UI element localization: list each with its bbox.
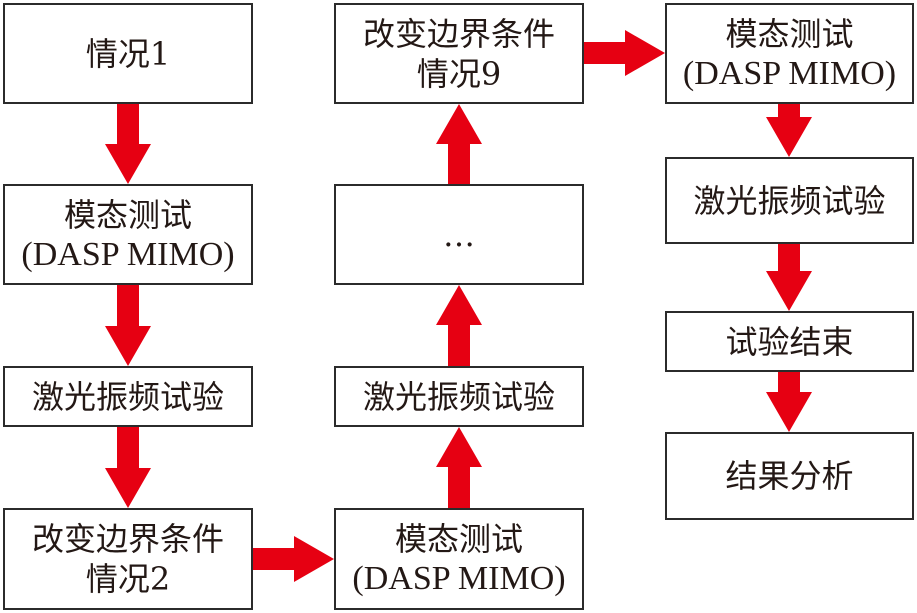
box-label: 模态测试 [394, 520, 523, 558]
box-modal-test-1: 模态测试 (DASP MIMO) [3, 184, 253, 285]
box-laser-vibration-2: 激光振频试验 [334, 366, 584, 427]
box-modal-test-2: 模态测试 (DASP MIMO) [334, 508, 584, 610]
box-laser-vibration-3: 激光振频试验 [665, 157, 914, 244]
arrow-down-icon [766, 104, 812, 157]
box-modal-test-3: 模态测试 (DASP MIMO) [665, 3, 914, 104]
box-change-boundary-case-9: 改变边界条件 情况9 [334, 3, 584, 104]
box-label: 模态测试 [63, 195, 192, 234]
box-label: 激光振频试验 [31, 377, 224, 416]
box-sublabel: (DASP MIMO) [682, 54, 897, 92]
box-label: 激光振频试验 [362, 377, 555, 416]
arrow-right-icon [253, 536, 334, 582]
box-result-analysis: 结果分析 [665, 432, 914, 520]
arrow-down-icon [105, 427, 151, 508]
arrow-down-icon [105, 285, 151, 366]
box-label: 情况1 [85, 34, 171, 73]
box-label: 激光振频试验 [693, 181, 886, 220]
box-label: 改变边界条件 [362, 14, 555, 53]
arrow-up-icon [436, 285, 482, 366]
box-label: 改变边界条件 [31, 520, 224, 558]
arrow-down-icon [766, 244, 812, 311]
box-sublabel: (DASP MIMO) [352, 560, 566, 597]
box-label: 结果分析 [725, 457, 854, 495]
box-sublabel: 情况2 [85, 560, 171, 598]
box-change-boundary-case-2: 改变边界条件 情况2 [3, 508, 253, 610]
arrow-up-icon [436, 104, 482, 184]
box-sublabel: (DASP MIMO) [21, 235, 235, 273]
box-label: 模态测试 [725, 14, 854, 53]
box-test-end: 试验结束 [665, 311, 914, 372]
arrow-up-icon [436, 427, 482, 508]
arrow-down-icon [105, 104, 151, 184]
box-sublabel: 情况9 [416, 54, 502, 93]
box-laser-vibration-1: 激光振频试验 [3, 366, 253, 427]
box-label: … [443, 215, 475, 254]
box-ellipsis: … [334, 184, 584, 285]
arrow-down-icon [766, 372, 812, 432]
box-case-1: 情况1 [3, 3, 253, 104]
arrow-right-icon [584, 30, 665, 76]
box-label: 试验结束 [725, 322, 854, 361]
